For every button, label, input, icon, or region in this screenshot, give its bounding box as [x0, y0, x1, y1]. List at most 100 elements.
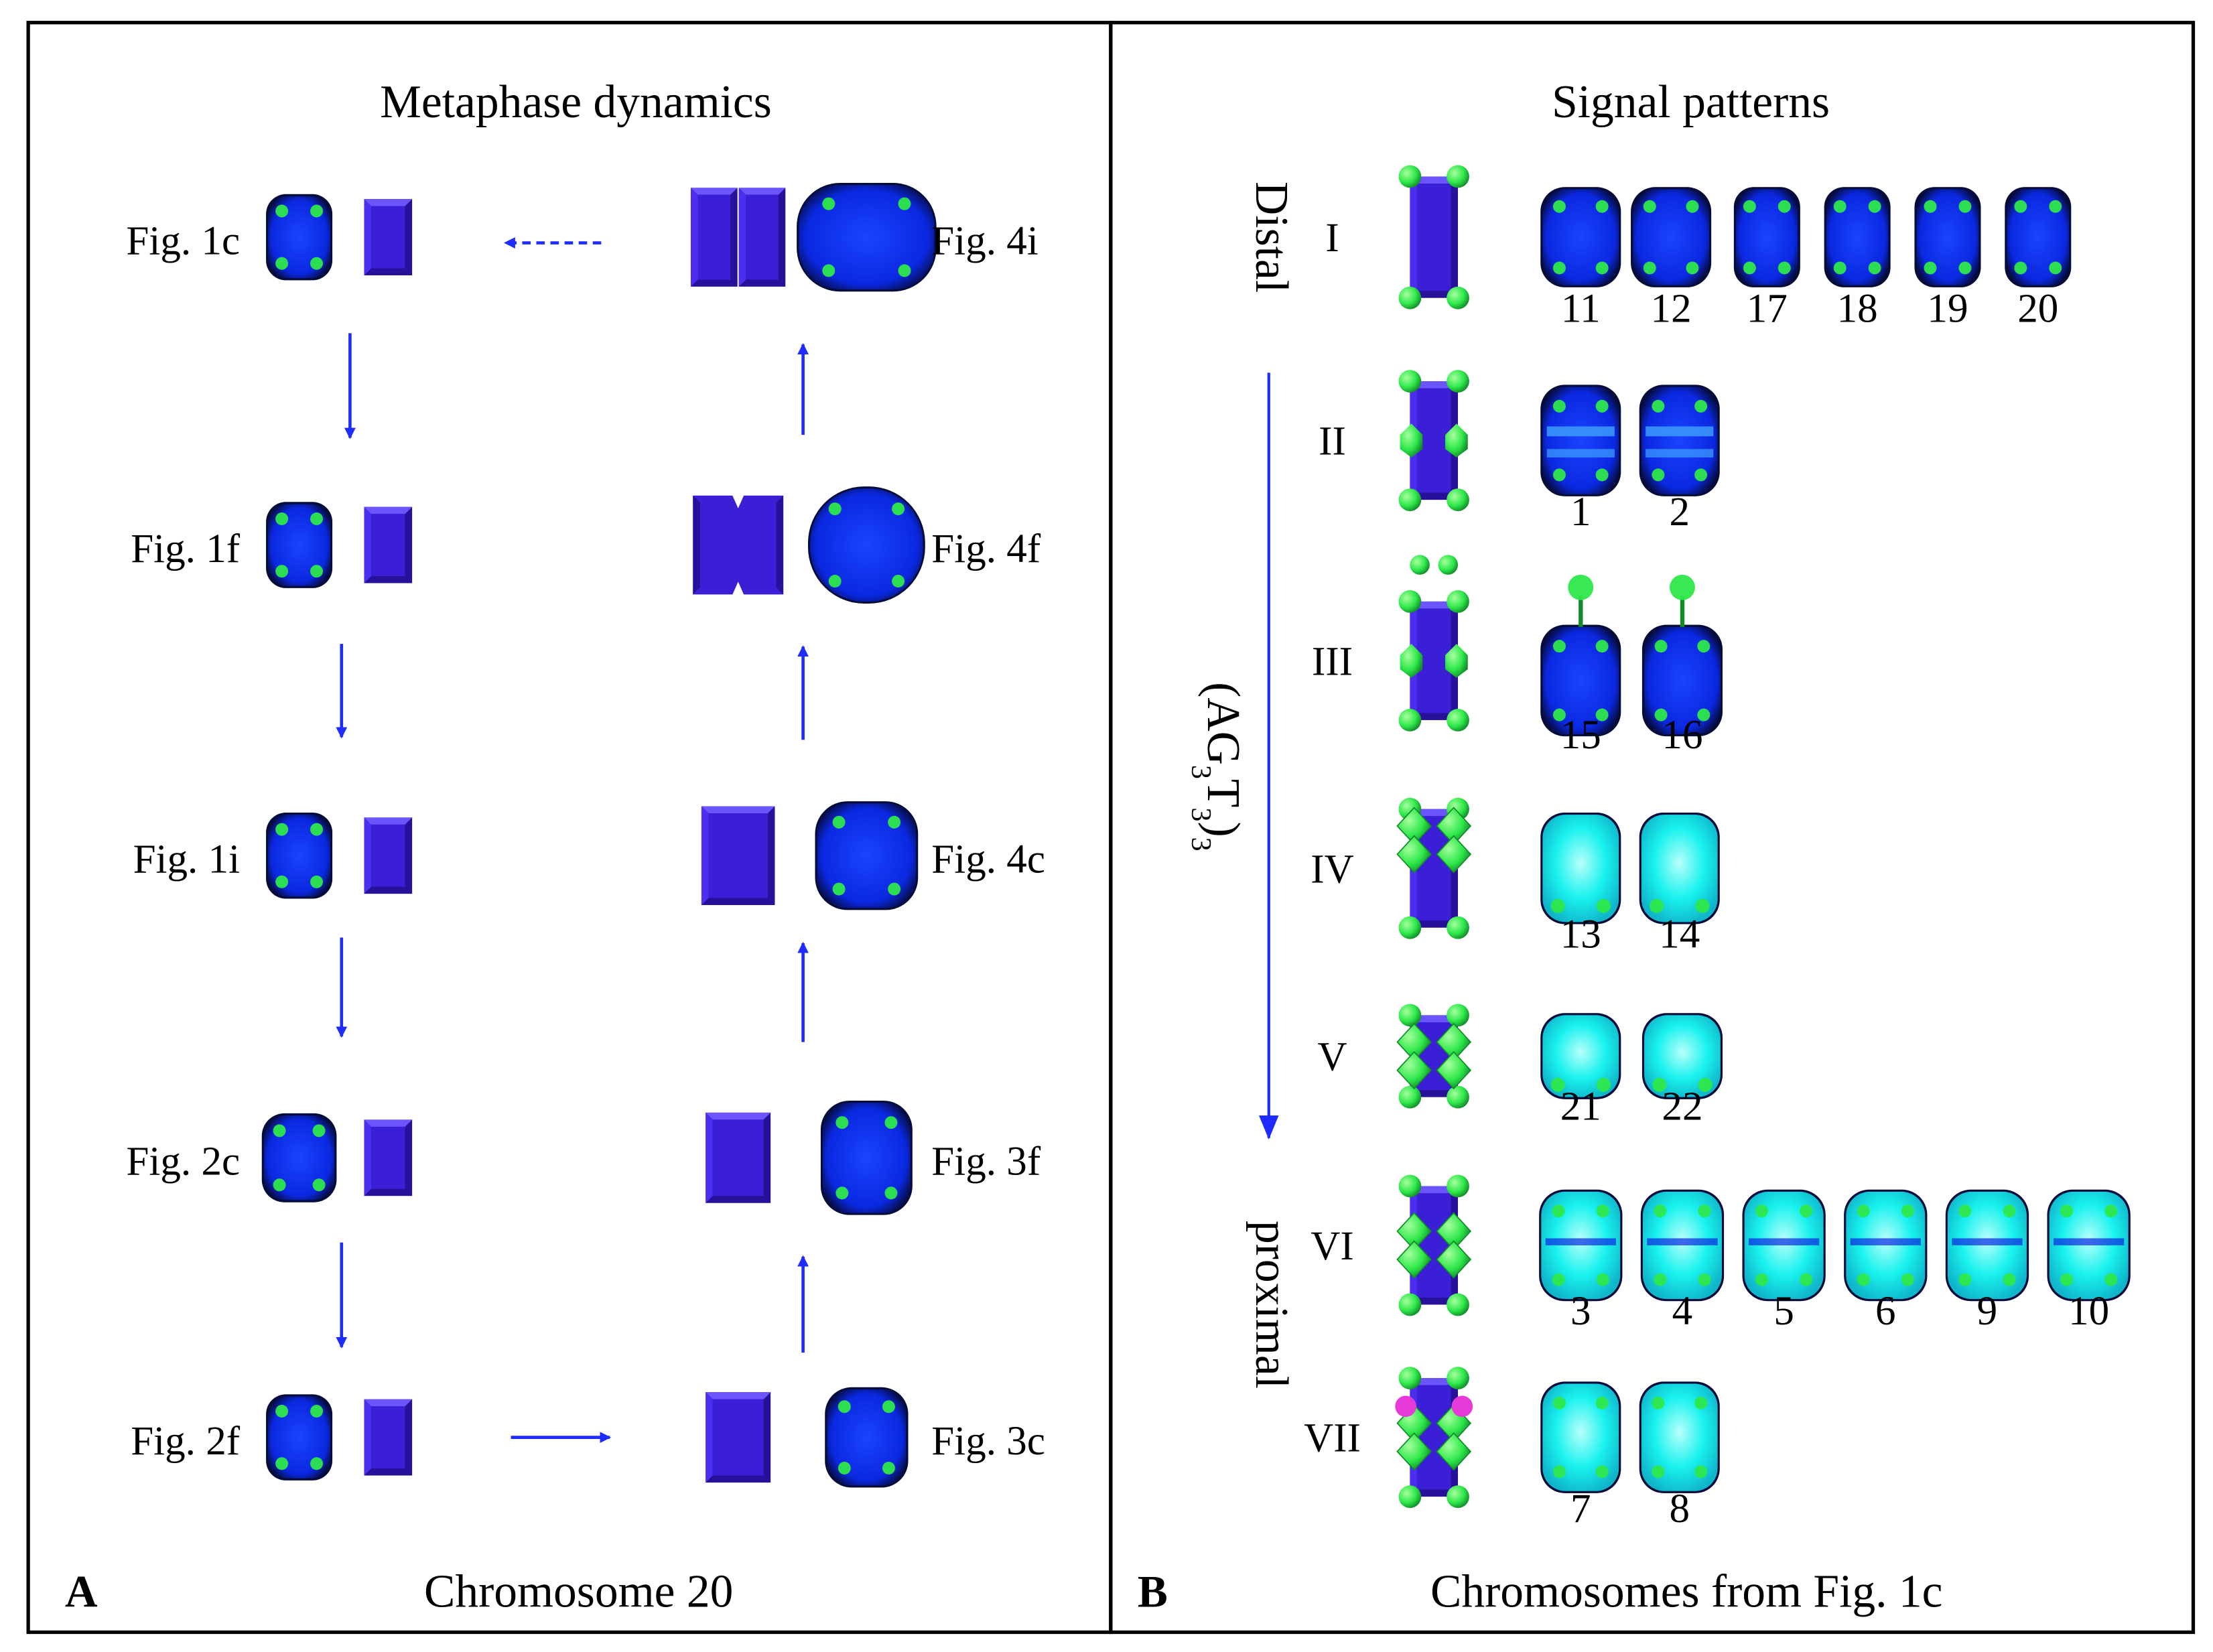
- panel-b-title: Signal patterns: [1552, 76, 1830, 128]
- right-fig-label-2: Fig. 4c: [931, 837, 1045, 882]
- left-chromosome-image-4: [266, 1394, 333, 1481]
- pattern-0-chromosome-19: [1914, 187, 1981, 287]
- pattern-4-chromosome-22: [1641, 1013, 1723, 1099]
- pattern-5-chromosome-number-6: 6: [1875, 1289, 1896, 1334]
- right-fig-label-0: Fig. 4i: [931, 218, 1038, 263]
- pattern-5-chromosome-10: [2047, 1189, 2131, 1302]
- pattern-2-chromosome-15: [1540, 624, 1621, 737]
- pattern-model-2: [1398, 555, 1469, 732]
- pattern-5-chromosome-number-4: 4: [1672, 1289, 1693, 1334]
- right-chromosome-image-4: [825, 1387, 909, 1488]
- pattern-5-chromosome-number-3: 3: [1570, 1289, 1591, 1334]
- pattern-3-chromosome-number-14: 14: [1659, 912, 1700, 957]
- left-fig-label-4: Fig. 2f: [131, 1419, 241, 1464]
- pattern-5-chromosome-4: [1640, 1189, 1725, 1302]
- pattern-1-chromosome-2: [1639, 385, 1720, 496]
- panel-b-frame: [1109, 21, 2196, 1635]
- right-model-3: [706, 1112, 771, 1203]
- pattern-0-chromosome-number-12: 12: [1651, 287, 1692, 332]
- right-fig-label-4: Fig. 3c: [931, 1419, 1045, 1464]
- pattern-6-chromosome-8: [1639, 1381, 1720, 1493]
- pattern-numeral-3: IV: [1311, 847, 1353, 892]
- pattern-model-5: [1396, 1174, 1472, 1316]
- pattern-0-chromosome-11: [1540, 187, 1621, 287]
- left-chromosome-image-1: [266, 502, 333, 588]
- panel-a-letter: A: [65, 1567, 98, 1617]
- right-model-2: [701, 806, 775, 906]
- pattern-0-chromosome-number-17: 17: [1747, 287, 1788, 332]
- panel-a-frame: [26, 21, 1113, 1635]
- pattern-2-chromosome-number-15: 15: [1560, 713, 1601, 758]
- pattern-5-chromosome-9: [1945, 1189, 2029, 1302]
- pattern-0-chromosome-17: [1733, 187, 1800, 287]
- right-model-1: [693, 495, 784, 595]
- pattern-0-chromosome-18: [1824, 187, 1891, 287]
- left-fig-label-2: Fig. 1i: [133, 837, 241, 882]
- panel-a-caption: Chromosome 20: [424, 1566, 733, 1618]
- pattern-model-body-0: [1410, 176, 1459, 298]
- left-fig-label-0: Fig. 1c: [126, 218, 240, 263]
- pattern-1-chromosome-1: [1540, 385, 1621, 496]
- pattern-5-chromosome-number-5: 5: [1773, 1289, 1794, 1334]
- right-model-0: [691, 188, 786, 287]
- left-model-2: [364, 817, 413, 894]
- pattern-6-chromosome-number-7: 7: [1570, 1487, 1591, 1531]
- pattern-4-chromosome-21: [1540, 1013, 1621, 1099]
- pattern-2-chromosome-16: [1641, 624, 1723, 737]
- pattern-numeral-1: II: [1319, 419, 1346, 464]
- pattern-3-chromosome-14: [1639, 812, 1720, 924]
- left-model-4: [364, 1399, 413, 1476]
- pattern-numeral-2: III: [1312, 639, 1353, 684]
- right-chromosome-image-3: [820, 1100, 913, 1215]
- axis-bottom-label: proximal: [1246, 1221, 1297, 1389]
- right-fig-label-3: Fig. 3f: [931, 1140, 1041, 1184]
- right-chromosome-image-1: [807, 486, 925, 604]
- pattern-0-chromosome-number-11: 11: [1561, 287, 1601, 332]
- pattern-model-6: [1395, 1367, 1473, 1509]
- pattern-0-chromosome-20: [2005, 187, 2072, 287]
- pattern-6-chromosome-number-8: 8: [1669, 1487, 1690, 1531]
- pattern-5-chromosome-number-9: 9: [1977, 1289, 1998, 1334]
- pattern-numeral-5: VI: [1311, 1224, 1353, 1269]
- pattern-numeral-0: I: [1325, 216, 1339, 261]
- pattern-numeral-6: VII: [1304, 1416, 1361, 1461]
- left-model-0: [364, 199, 413, 275]
- axis-top-label: Distal: [1246, 182, 1297, 293]
- left-fig-label-1: Fig. 1f: [131, 527, 241, 571]
- axis-motif-label: (AG3T3)3: [1186, 682, 1249, 851]
- right-fig-label-1: Fig. 4f: [931, 527, 1041, 571]
- pattern-2-chromosome-number-16: 16: [1662, 713, 1702, 758]
- pattern-1-chromosome-number-1: 1: [1570, 490, 1591, 535]
- left-model-3: [364, 1119, 413, 1196]
- pattern-3-chromosome-13: [1540, 812, 1621, 924]
- pattern-0-chromosome-12: [1631, 187, 1712, 287]
- pattern-0-chromosome-number-18: 18: [1837, 287, 1878, 332]
- pattern-3-chromosome-number-13: 13: [1560, 912, 1601, 957]
- pattern-5-chromosome-5: [1742, 1189, 1826, 1302]
- right-model-4: [706, 1392, 771, 1483]
- pattern-6-chromosome-7: [1540, 1381, 1621, 1493]
- left-chromosome-image-0: [266, 194, 333, 281]
- pattern-4-chromosome-number-21: 21: [1560, 1084, 1601, 1129]
- pattern-model-0: [1398, 165, 1469, 309]
- pattern-model-4: [1396, 1004, 1472, 1109]
- left-fig-label-3: Fig. 2c: [126, 1140, 240, 1184]
- pattern-5-chromosome-3: [1539, 1189, 1623, 1302]
- pattern-0-chromosome-number-20: 20: [2017, 287, 2058, 332]
- right-chromosome-image-0: [797, 182, 937, 292]
- pattern-model-1: [1398, 370, 1469, 511]
- pattern-1-chromosome-number-2: 2: [1669, 490, 1690, 535]
- left-chromosome-image-2: [266, 812, 333, 899]
- model-chromatid-right: [738, 188, 786, 287]
- panel-b-caption: Chromosomes from Fig. 1c: [1430, 1566, 1942, 1618]
- model-chromatid-left: [691, 188, 738, 287]
- pattern-numeral-4: V: [1317, 1035, 1347, 1080]
- panel-a-title: Metaphase dynamics: [380, 76, 772, 128]
- left-model-1: [364, 506, 413, 583]
- pattern-5-chromosome-number-10: 10: [2068, 1289, 2109, 1334]
- left-chromosome-image-3: [261, 1113, 337, 1202]
- pattern-0-chromosome-number-19: 19: [1927, 287, 1968, 332]
- right-chromosome-image-2: [815, 801, 919, 910]
